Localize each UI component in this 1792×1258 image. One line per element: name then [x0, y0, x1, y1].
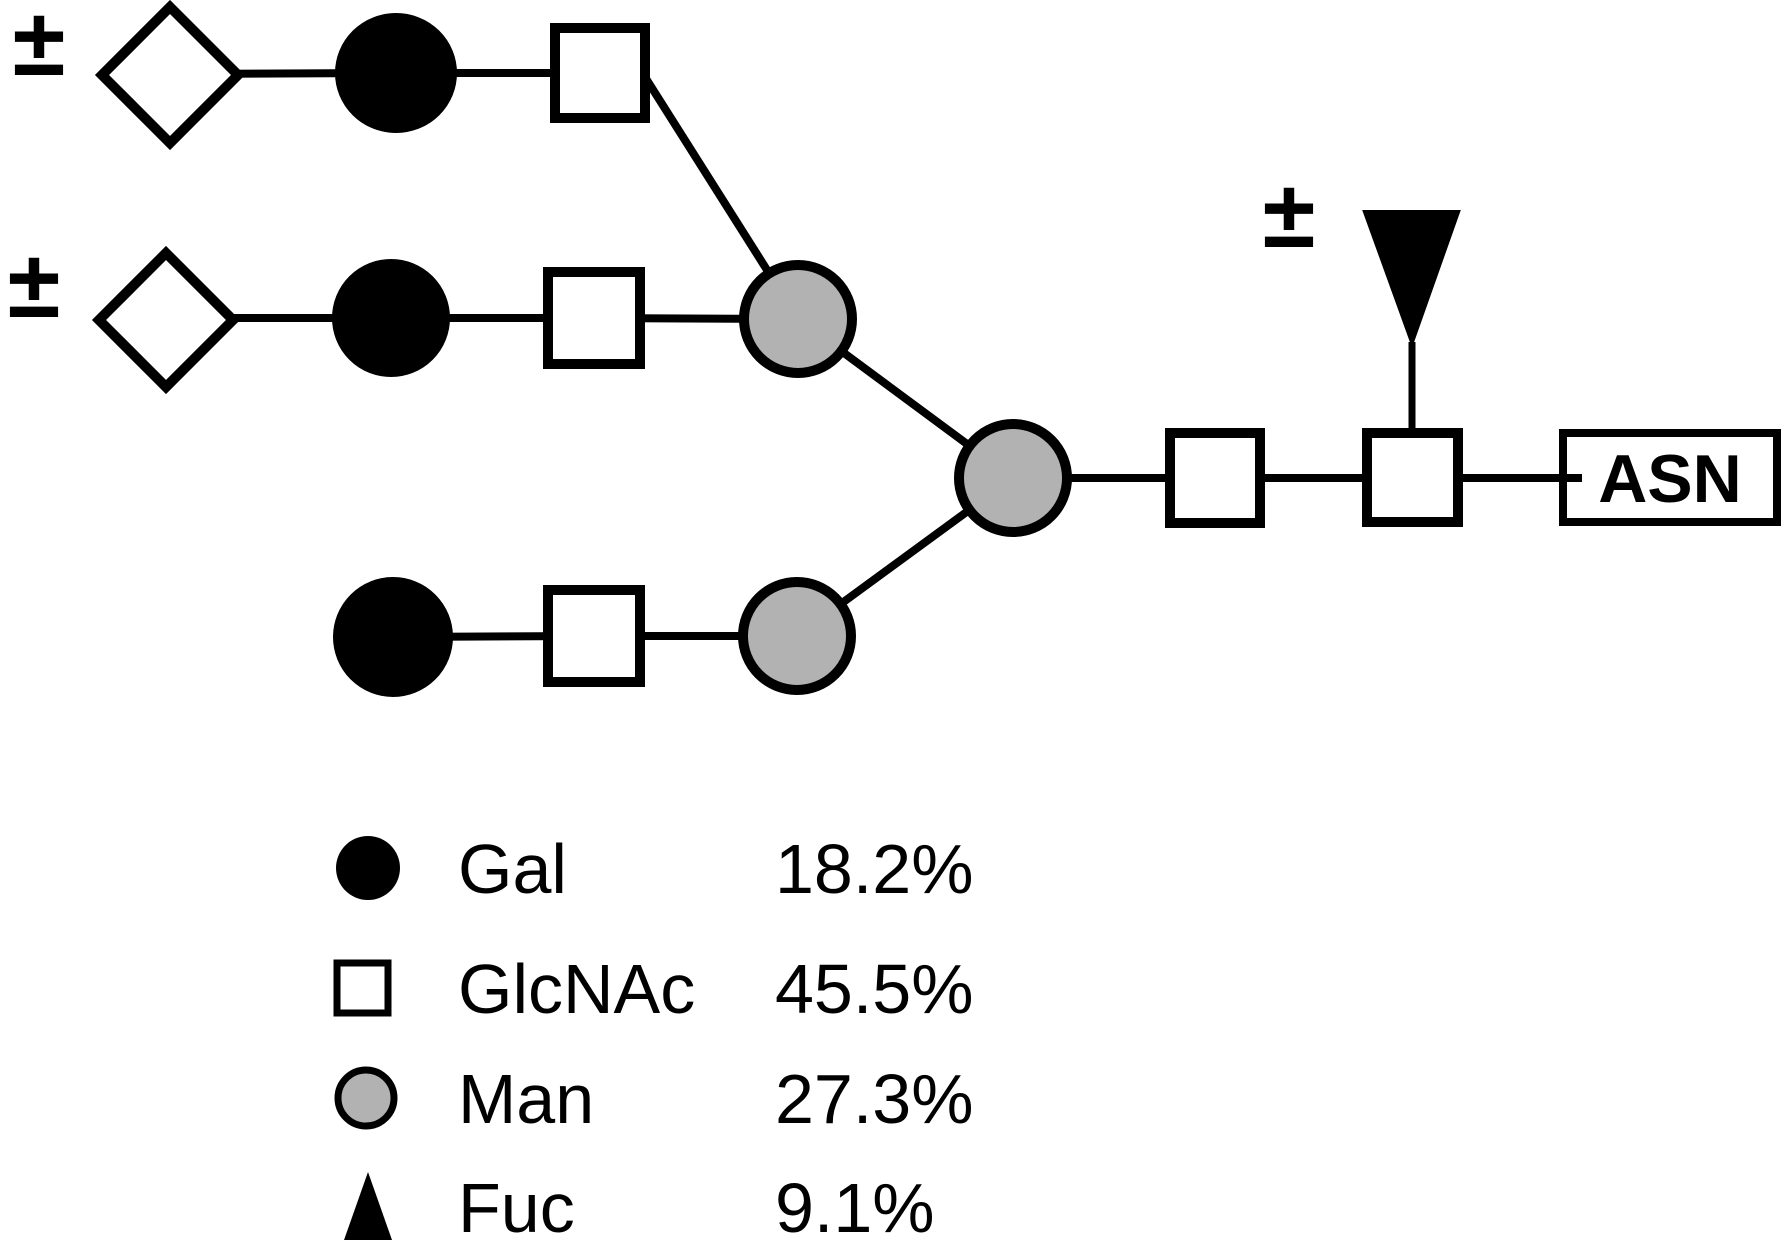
- glcnac-node-1: [550, 23, 650, 123]
- glcnac-node-core-2: [1362, 428, 1463, 527]
- legend-value-glcnac: 45.5%: [775, 950, 973, 1028]
- legend-value-gal: 18.2%: [775, 830, 973, 908]
- legend-fuc-triangle-icon: [344, 1172, 392, 1240]
- residue-nodes: [91, 0, 1463, 697]
- asn-box: [1559, 429, 1781, 526]
- legend-value-fuc: 9.1%: [775, 1169, 935, 1247]
- gal-node-3: [333, 577, 453, 697]
- legend-glcnac-square-icon: [333, 959, 392, 1017]
- legend-value-man: 27.3%: [775, 1060, 973, 1138]
- legend-label-man: Man: [458, 1060, 594, 1138]
- plus-minus-antenna-1: ±: [13, 0, 66, 96]
- man-node-central: [954, 419, 1072, 537]
- plus-minus-antenna-2: ±: [8, 231, 61, 338]
- glcnac-node-3: [543, 585, 645, 687]
- legend-label-glcnac: GlcNAc: [458, 950, 695, 1028]
- asn-label: ASN: [1598, 441, 1742, 517]
- legend-man-circle-icon: [334, 1066, 398, 1130]
- legend-label-fuc: Fuc: [458, 1169, 575, 1247]
- gal-node-2: [332, 259, 450, 377]
- legend: Gal 18.2% GlcNAc 45.5% Man 27.3% Fuc 9.1…: [333, 830, 973, 1247]
- legend-gal-circle-icon: [336, 836, 400, 900]
- open-diamond-node-2: [91, 245, 241, 395]
- glcnac-node-2: [543, 267, 645, 369]
- gal-node-1: [335, 13, 457, 133]
- glcnac-node-core-1: [1165, 428, 1265, 528]
- legend-label-gal: Gal: [458, 830, 567, 908]
- open-diamond-node-1: [94, 0, 246, 151]
- man-node-upper: [739, 260, 857, 378]
- fuc-node-triangle: [1362, 210, 1461, 348]
- plus-minus-fucose: ±: [1263, 161, 1316, 268]
- man-node-lower: [738, 577, 856, 695]
